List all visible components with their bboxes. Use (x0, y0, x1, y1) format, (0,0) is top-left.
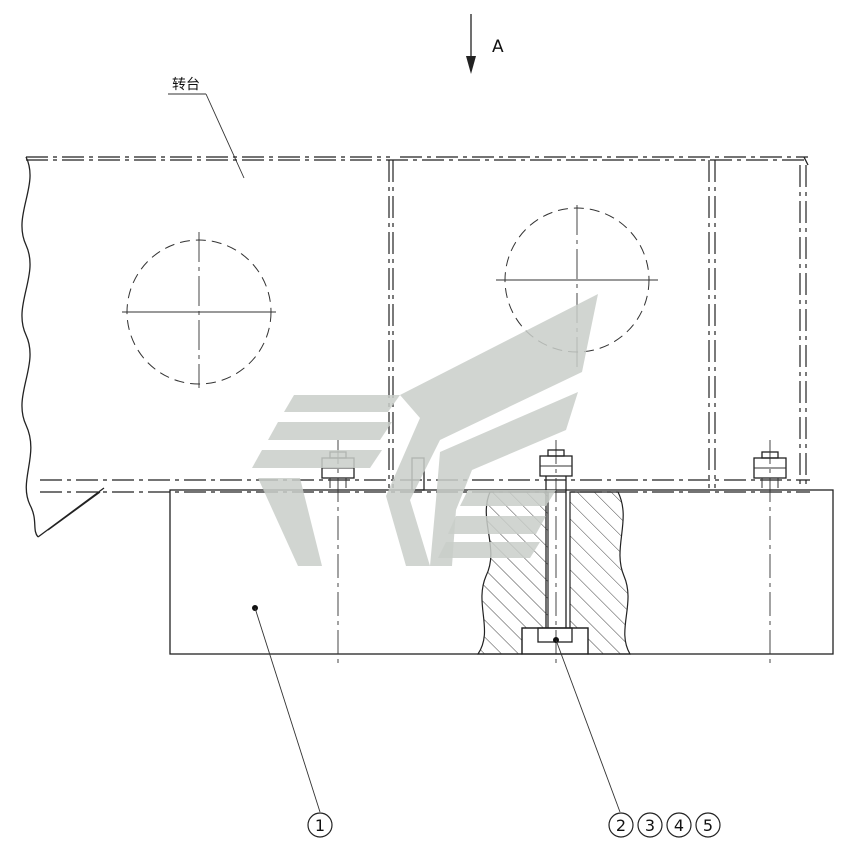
turntable-outline (21, 156, 810, 538)
balloon-4: 4 (666, 812, 692, 838)
turntable-leader (205, 93, 245, 179)
balloon-1: 1 (307, 812, 333, 838)
view-label-a: A (492, 37, 504, 57)
leader-2 (555, 639, 621, 813)
svg-text:1: 1 (315, 816, 325, 835)
svg-text:4: 4 (674, 816, 684, 835)
balloon-2: 2 (608, 812, 634, 838)
balloon-5: 5 (695, 812, 721, 838)
watermark-logo (252, 294, 598, 566)
leader-1 (254, 607, 321, 813)
svg-text:2: 2 (616, 816, 626, 835)
balloon-3: 3 (637, 812, 663, 838)
svg-text:5: 5 (703, 816, 713, 835)
turntable-label: 转台 (172, 77, 200, 93)
right-bolt (753, 440, 787, 668)
left-bore-circle (122, 232, 276, 388)
left-bolt (321, 440, 355, 668)
svg-text:3: 3 (645, 816, 655, 835)
view-arrow (466, 14, 476, 74)
